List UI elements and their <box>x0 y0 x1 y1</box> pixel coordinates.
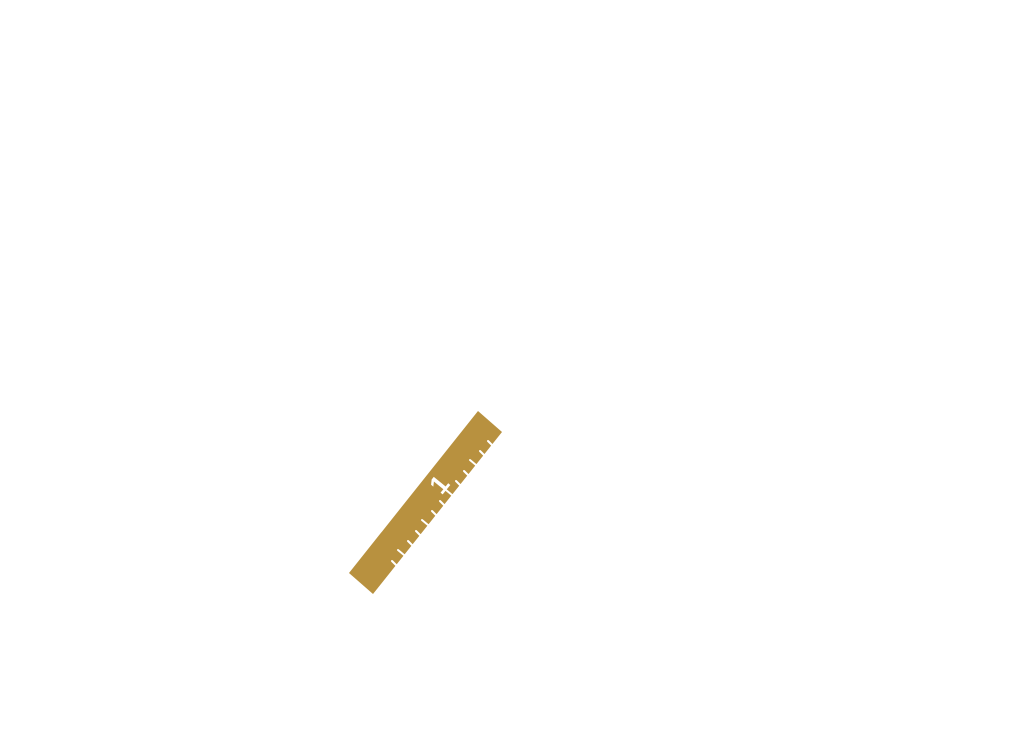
ruler-graphic: 1 <box>349 411 502 594</box>
ruler-tick <box>479 450 485 456</box>
ruler-tick <box>397 549 405 556</box>
ruler-tick <box>439 500 445 506</box>
ruler-tick <box>391 560 397 566</box>
ruler-tick <box>431 510 437 516</box>
ruler-tick <box>487 440 493 446</box>
ruler-tick <box>421 519 429 526</box>
ruler-tick <box>455 480 461 486</box>
ruler-ticks <box>391 440 493 566</box>
ruler-tick <box>445 489 453 496</box>
ruler-tick <box>463 470 469 476</box>
ruler-tick <box>407 540 413 546</box>
ruler-tick <box>415 530 421 536</box>
ruler-body <box>349 411 502 594</box>
ruler-tick <box>469 459 477 466</box>
ruler-icon: 1 <box>349 411 502 594</box>
